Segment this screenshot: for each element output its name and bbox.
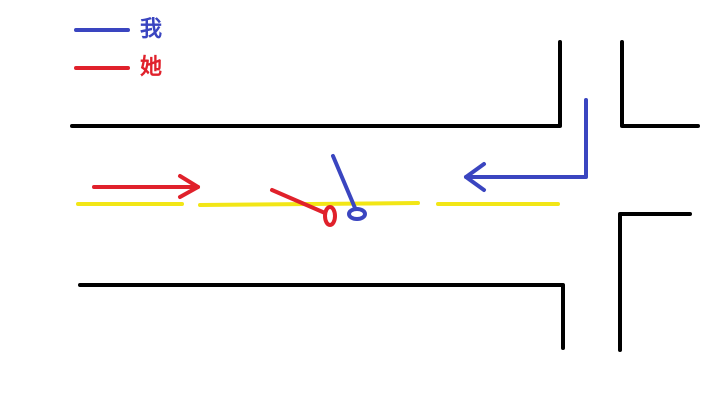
me-path-arrow bbox=[464, 98, 588, 192]
me-position-ellipse bbox=[347, 207, 367, 221]
road-bottom-right-edge bbox=[618, 212, 692, 352]
her-marker bbox=[270, 188, 337, 227]
legend: 我 她 bbox=[74, 17, 162, 80]
road-top-right-edge bbox=[620, 40, 700, 128]
legend-label-me: 我 bbox=[140, 17, 162, 42]
road-edges bbox=[70, 40, 700, 352]
me-arrow-head bbox=[464, 162, 486, 192]
center-line bbox=[76, 201, 560, 207]
road-bottom-left-edge bbox=[78, 283, 565, 350]
her-arrow-head bbox=[178, 174, 200, 199]
her-direction-stick bbox=[270, 188, 327, 215]
me-marker bbox=[331, 154, 367, 221]
me-arrow-path bbox=[464, 98, 588, 179]
her-position-ellipse bbox=[323, 205, 337, 227]
me-direction-stick bbox=[331, 154, 357, 210]
legend-label-her: 她 bbox=[140, 54, 162, 80]
road-top-left-edge bbox=[70, 40, 562, 128]
her-path-arrow bbox=[92, 174, 200, 199]
